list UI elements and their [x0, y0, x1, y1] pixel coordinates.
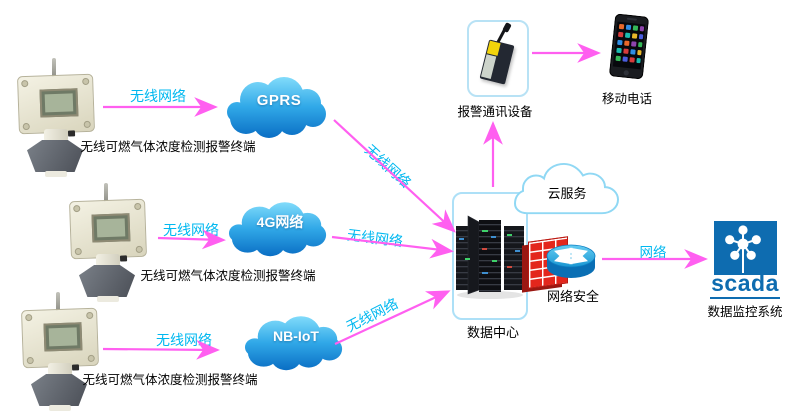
server-led-lights	[459, 230, 520, 274]
nb-iot-cloud-label: NB-IoT	[273, 328, 319, 344]
gprs-cloud-label: GPRS	[256, 91, 302, 109]
terminal-2-label: 无线可燃气体浓度检测报警终端	[140, 269, 316, 283]
cloud-shape	[227, 77, 326, 138]
terminal-1-label: 无线可燃气体浓度检测报警终端	[80, 140, 256, 154]
network-link-label: 网络	[639, 245, 667, 260]
lcd-screen	[39, 88, 79, 118]
lcd-screen	[91, 213, 131, 243]
wireless-link-label-1: 无线网络	[130, 88, 186, 104]
mobile-phone-label: 移动电话	[601, 92, 652, 106]
antenna-icon	[104, 183, 108, 203]
sensor-cone	[79, 265, 135, 297]
alarm-device-label: 报警通讯设备	[457, 105, 533, 119]
uplink-label-1: 无线网络	[361, 141, 415, 191]
detector-body	[17, 73, 95, 137]
gas-detector-icon	[69, 183, 147, 303]
gas-detector-icon	[21, 292, 99, 412]
nb-iot-cloud: NB-IoT	[244, 310, 348, 372]
wireless-link-label-3: 无线网络	[156, 332, 212, 348]
scada-logo-text: scada	[710, 272, 780, 299]
antenna-icon	[56, 292, 60, 312]
cloud-shape	[244, 316, 343, 371]
router-arrows	[553, 247, 589, 265]
scada-logo-icon	[714, 221, 777, 275]
detector-body	[69, 198, 147, 262]
server-rack-icon	[456, 215, 524, 299]
detector-body	[21, 307, 99, 371]
alarm-modem-icon	[467, 20, 529, 97]
uplink-label-2: 无线网络	[346, 226, 404, 250]
scada-system-label: 数据监控系统	[707, 305, 783, 319]
antenna-icon	[52, 58, 56, 78]
cloud-service-label: 云服务	[547, 185, 587, 201]
gprs-cloud: GPRS	[226, 70, 332, 140]
app-grid	[615, 23, 645, 64]
lcd-screen	[43, 322, 83, 352]
cloud-service-icon: 云服务	[514, 162, 620, 218]
white-cloud-shape	[514, 162, 620, 215]
4g-cloud-label: 4G网络	[256, 214, 304, 230]
data-center-label: 数据中心	[466, 325, 519, 340]
4g-cloud: 4G网络	[228, 196, 332, 258]
gas-detector-icon	[17, 58, 95, 178]
terminal-3-label: 无线可燃气体浓度检测报警终端	[82, 373, 258, 387]
network-security-label: 网络安全	[546, 289, 599, 304]
sensor-cone	[31, 374, 87, 406]
router-icon	[546, 244, 596, 278]
wireless-link-label-2: 无线网络	[163, 222, 219, 238]
sensor-cone	[27, 140, 83, 172]
cloud-shape	[228, 202, 327, 257]
smartphone-icon	[609, 13, 649, 80]
